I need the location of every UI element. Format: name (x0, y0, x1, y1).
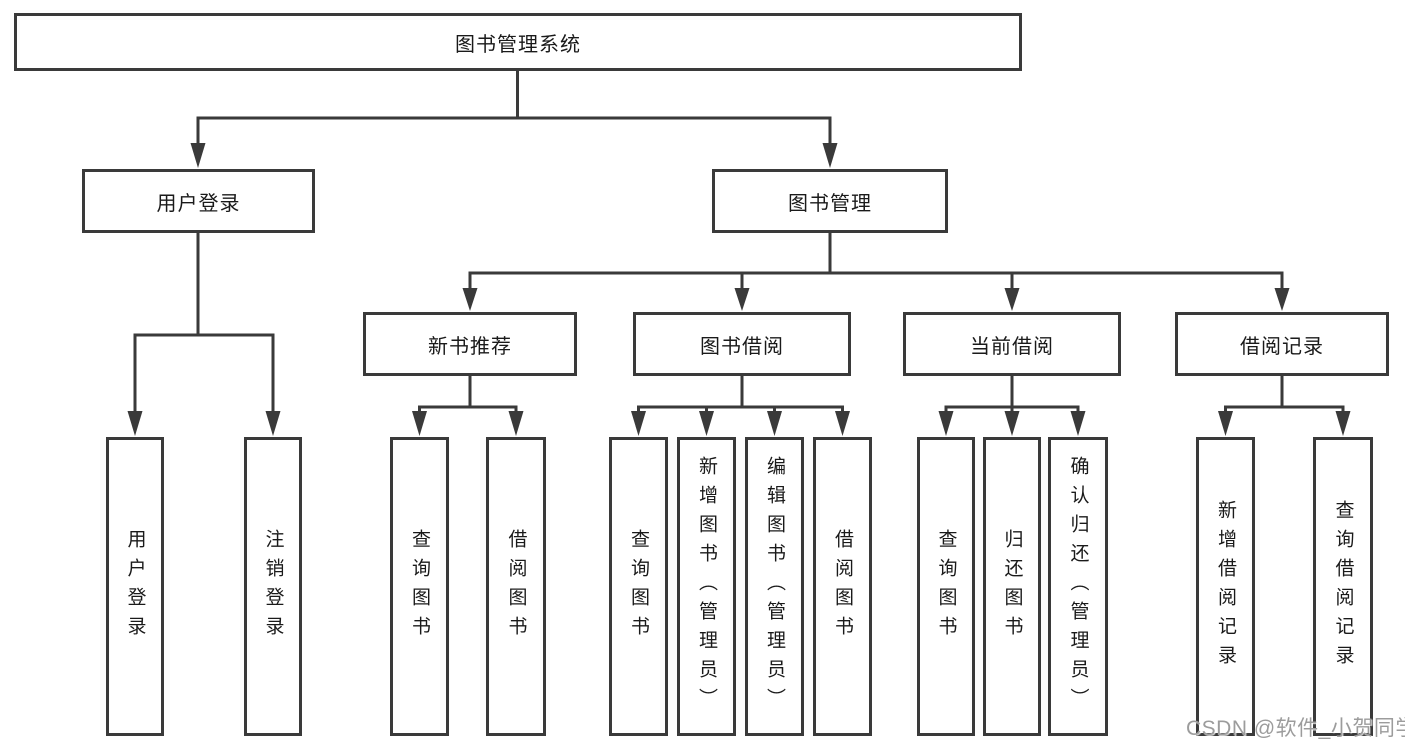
node-label: 查询图书 (628, 528, 649, 645)
node-label: 查询图书 (409, 528, 430, 645)
node-label: 借阅图书 (505, 528, 527, 645)
node-label: 确认归还（管理员） (1067, 456, 1089, 717)
node-label: 图书借阅 (700, 335, 784, 358)
node-leaf-confirm-return-admin: 确认归还（管理员） (1048, 437, 1108, 736)
node-label: 新书推荐 (428, 335, 512, 358)
node-leaf-logout: 注销登录 (244, 437, 302, 736)
node-borrowing-records: 借阅记录 (1175, 312, 1389, 376)
node-label: 图书管理系统 (455, 33, 581, 56)
csdn-watermark: CSDN @软件_小贺同学 (1186, 717, 1405, 740)
node-leaf-user-login: 用户登录 (106, 437, 164, 736)
node-library-management-system: 图书管理系统 (14, 13, 1022, 71)
node-label: 用户登录 (124, 528, 146, 645)
node-leaf-borrow-books: 借阅图书 (813, 437, 872, 736)
node-label: 注销登录 (262, 528, 284, 645)
node-label: 图书管理 (788, 192, 872, 215)
node-book-management: 图书管理 (712, 169, 948, 233)
node-label: 新增图书（管理员） (696, 456, 717, 717)
node-label: 新增借阅记录 (1215, 499, 1236, 674)
node-label: 归还图书 (1001, 528, 1023, 645)
node-leaf-add-book-admin: 新增图书（管理员） (677, 437, 736, 736)
node-leaf-borrow-books-recommend: 借阅图书 (486, 437, 546, 736)
node-leaf-edit-book-admin: 编辑图书（管理员） (745, 437, 804, 736)
node-label: 借阅图书 (832, 528, 853, 645)
node-user-login: 用户登录 (82, 169, 315, 233)
node-new-book-recommendation: 新书推荐 (363, 312, 577, 376)
node-leaf-query-books-borrow: 查询图书 (609, 437, 668, 736)
node-leaf-query-books-recommend: 查询图书 (390, 437, 449, 736)
node-label: 当前借阅 (970, 335, 1054, 358)
node-leaf-add-borrow-record: 新增借阅记录 (1196, 437, 1255, 736)
node-leaf-query-borrow-record: 查询借阅记录 (1313, 437, 1373, 736)
node-label: 查询借阅记录 (1332, 499, 1354, 674)
node-label: 编辑图书（管理员） (764, 456, 785, 717)
node-label: 查询图书 (935, 528, 957, 645)
node-book-borrowing: 图书借阅 (633, 312, 851, 376)
node-label: 借阅记录 (1240, 335, 1324, 358)
node-leaf-query-books-current: 查询图书 (917, 437, 975, 736)
node-label: 用户登录 (156, 192, 241, 215)
node-current-borrowing: 当前借阅 (903, 312, 1121, 376)
node-leaf-return-book: 归还图书 (983, 437, 1041, 736)
